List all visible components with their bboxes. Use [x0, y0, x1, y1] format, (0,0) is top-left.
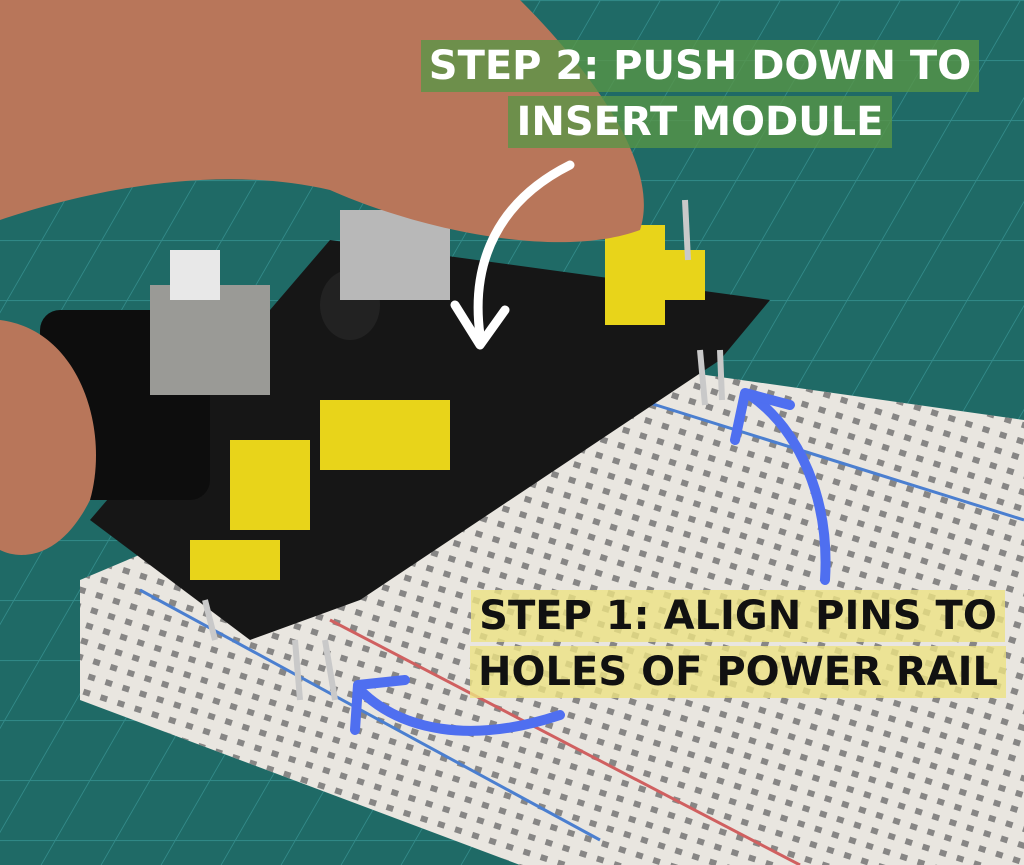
step1-caption: STEP 1: ALIGN PINS TO HOLES OF POWER RAI… [468, 590, 1008, 702]
step2-line2: INSERT MODULE [508, 96, 892, 148]
arrow-align-left [355, 685, 565, 736]
step2-caption: STEP 2: PUSH DOWN TO INSERT MODULE [420, 40, 980, 152]
step1-line1: STEP 1: ALIGN PINS TO [471, 590, 1005, 642]
arrow-push-down [473, 160, 575, 340]
usb-port [340, 210, 450, 300]
push-switch [150, 285, 270, 395]
step2-line1: STEP 2: PUSH DOWN TO [420, 40, 980, 92]
jumpers [190, 225, 705, 580]
arrow-align-right [745, 390, 831, 585]
step1-line2: HOLES OF POWER RAIL [470, 646, 1006, 698]
